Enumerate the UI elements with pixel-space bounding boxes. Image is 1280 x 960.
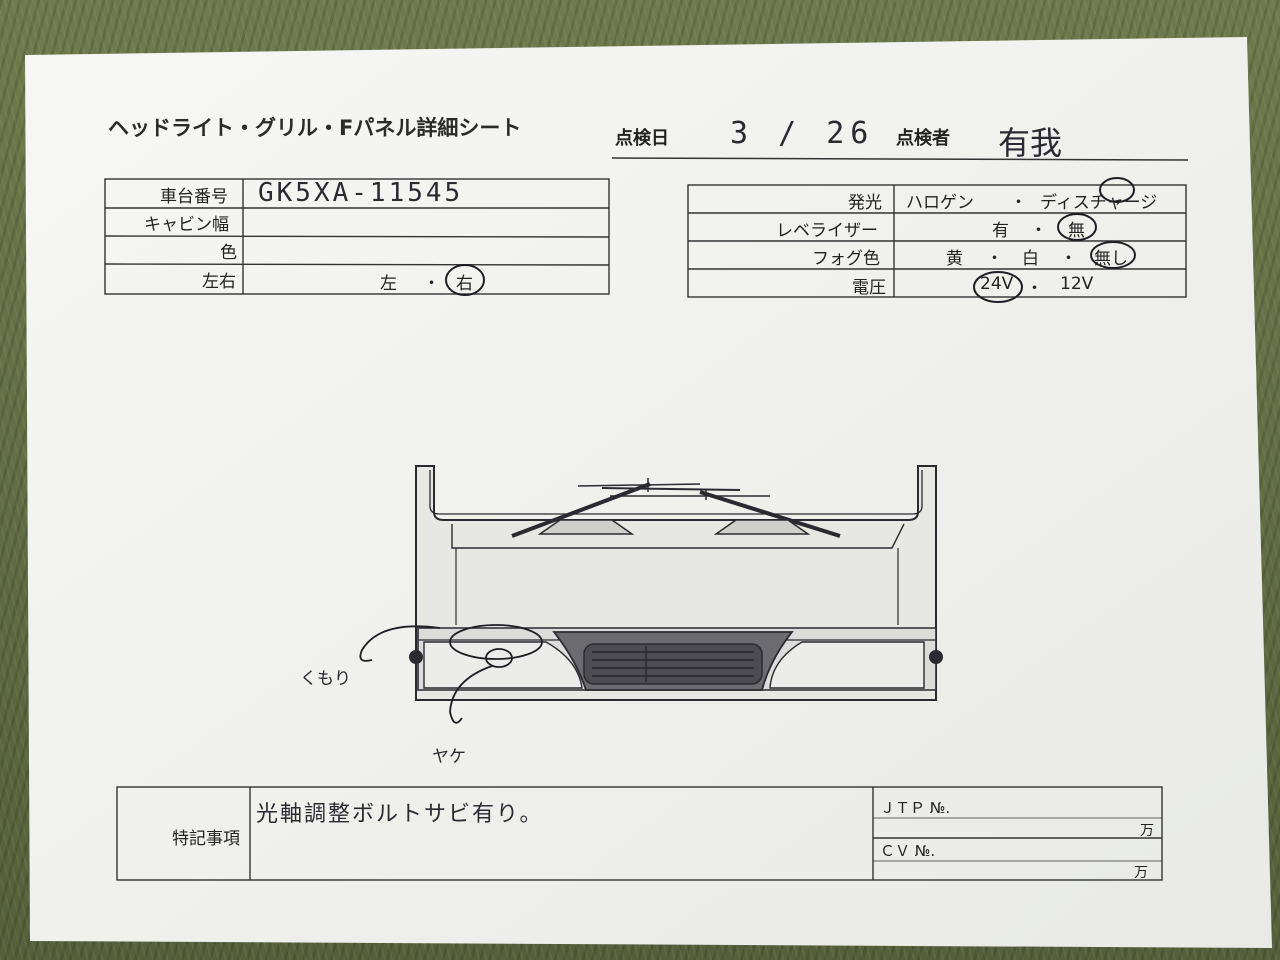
remarks-table-grid xyxy=(116,786,1163,881)
leveler-option-yes: 有 xyxy=(992,221,1009,241)
annotation-burn: ヤケ xyxy=(432,747,466,767)
cloudy-circle xyxy=(449,624,543,660)
cloudy-leader xyxy=(359,625,441,662)
date-value: 3 / 26 xyxy=(730,116,875,151)
emission-option-halogen: ハロゲン xyxy=(906,193,974,213)
circle-discharge xyxy=(1099,177,1135,203)
emission-separator: ・ xyxy=(1010,193,1027,213)
fog-separator-2: ・ xyxy=(1060,249,1077,269)
emission-option-discharge: ディスチャージ xyxy=(1040,193,1158,213)
remarks-label: 特記事項 xyxy=(172,829,240,849)
jtp-number-label: ＪＴＰ №. xyxy=(880,799,951,817)
chassis-number-value: GK5XA-11545 xyxy=(258,178,464,208)
burn-circle xyxy=(485,648,513,668)
annotation-cloudy: くもり xyxy=(300,669,351,689)
voltage-separator: ・ xyxy=(1026,279,1043,299)
circle-24v xyxy=(973,271,1023,303)
spec-label-fog: フォグ色 xyxy=(812,249,880,269)
inspector-value: 有我 xyxy=(998,124,1063,162)
side-separator: ・ xyxy=(423,274,440,294)
vehicle-label-cabin-width: キャビン幅 xyxy=(144,215,229,235)
remarks-text: 光軸調整ボルトサビ有り。 xyxy=(256,802,544,827)
spec-table-grid xyxy=(687,184,1187,298)
selection-circles xyxy=(445,177,1136,303)
circle-fog-none xyxy=(1090,241,1136,269)
fog-option-yellow: 黄 xyxy=(946,249,963,269)
cv-number-label: ＣＶ №. xyxy=(880,842,936,860)
vehicle-table-grid xyxy=(104,178,610,295)
burn-leader xyxy=(449,665,493,724)
side-option-left: 左 xyxy=(380,274,397,294)
circle-right xyxy=(445,264,485,296)
vehicle-label-chassis: 車台番号 xyxy=(160,187,228,207)
cv-unit: 万 xyxy=(1134,865,1148,881)
vehicle-label-side: 左右 xyxy=(202,272,236,292)
vehicle-label-color: 色 xyxy=(220,243,237,263)
spec-label-voltage: 電圧 xyxy=(852,278,886,298)
fog-option-white: 白 xyxy=(1022,249,1039,269)
jtp-unit: 万 xyxy=(1140,823,1154,839)
leveler-separator: ・ xyxy=(1030,221,1047,241)
sheet-title: ヘッドライト・グリル・Fパネル詳細シート xyxy=(108,116,522,140)
truck-cab-drawing xyxy=(409,465,943,701)
fog-separator-1: ・ xyxy=(986,249,1003,269)
date-label: 点検日 xyxy=(615,128,669,149)
fog-option-none: 無し xyxy=(1094,249,1128,269)
damage-annotations xyxy=(359,624,543,724)
inspector-label: 点検者 xyxy=(896,128,950,149)
voltage-option-24v: 24V xyxy=(980,274,1014,294)
voltage-option-12v: 12V xyxy=(1060,274,1094,294)
spec-label-emission: 発光 xyxy=(848,193,882,213)
title-underline xyxy=(611,157,1189,161)
side-option-right: 右 xyxy=(456,274,473,294)
circle-leveler-none xyxy=(1057,213,1097,241)
leveler-option-no: 無 xyxy=(1068,221,1085,241)
spec-label-leveler: レベライザー xyxy=(776,221,878,241)
